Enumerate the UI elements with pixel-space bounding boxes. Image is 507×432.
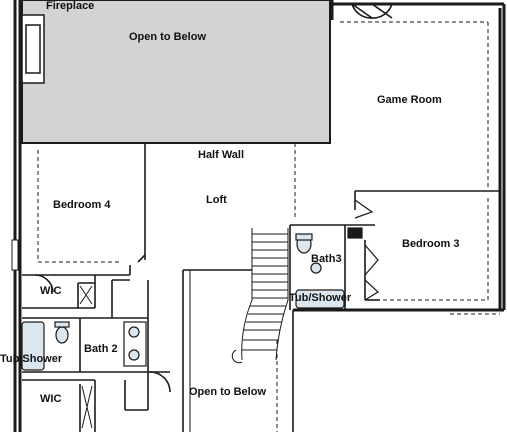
- bedroom3-closet-doors: [354, 199, 379, 301]
- label-open-to-below-bottom: Open to Below: [189, 386, 266, 398]
- label-half-wall: Half Wall: [198, 149, 245, 161]
- window-bedroom4: [11, 239, 19, 271]
- wic-hatch: [79, 285, 93, 429]
- game-room-dashed-lines: [340, 21, 489, 301]
- bath2-fixtures: [21, 321, 147, 371]
- label-tub-shower-left: Tub/Shower: [0, 353, 63, 365]
- label-open-to-below-top: Open to Below: [129, 31, 206, 43]
- staircase: [189, 228, 289, 432]
- exterior-walls: [13, 0, 506, 432]
- label-bath3: Bath3: [311, 253, 342, 265]
- label-bedroom3: Bedroom 3: [402, 238, 460, 250]
- label-wic-bottom: WIC: [40, 393, 62, 405]
- open-to-below-top-area: [21, 0, 331, 144]
- interior-walls: [22, 3, 500, 432]
- label-game-room: Game Room: [377, 94, 442, 106]
- label-bath2: Bath 2: [84, 343, 118, 355]
- label-loft: Loft: [206, 194, 227, 206]
- label-wic-top: WIC: [40, 285, 62, 297]
- label-bedroom4: Bedroom 4: [53, 199, 111, 211]
- bath3-fixtures: [295, 227, 363, 309]
- bedroom4-dashed: [37, 150, 120, 263]
- label-tub-shower-right: Tub/Shower: [289, 292, 352, 304]
- label-fireplace: Fireplace: [46, 0, 95, 12]
- fireplace-unit: [21, 14, 45, 84]
